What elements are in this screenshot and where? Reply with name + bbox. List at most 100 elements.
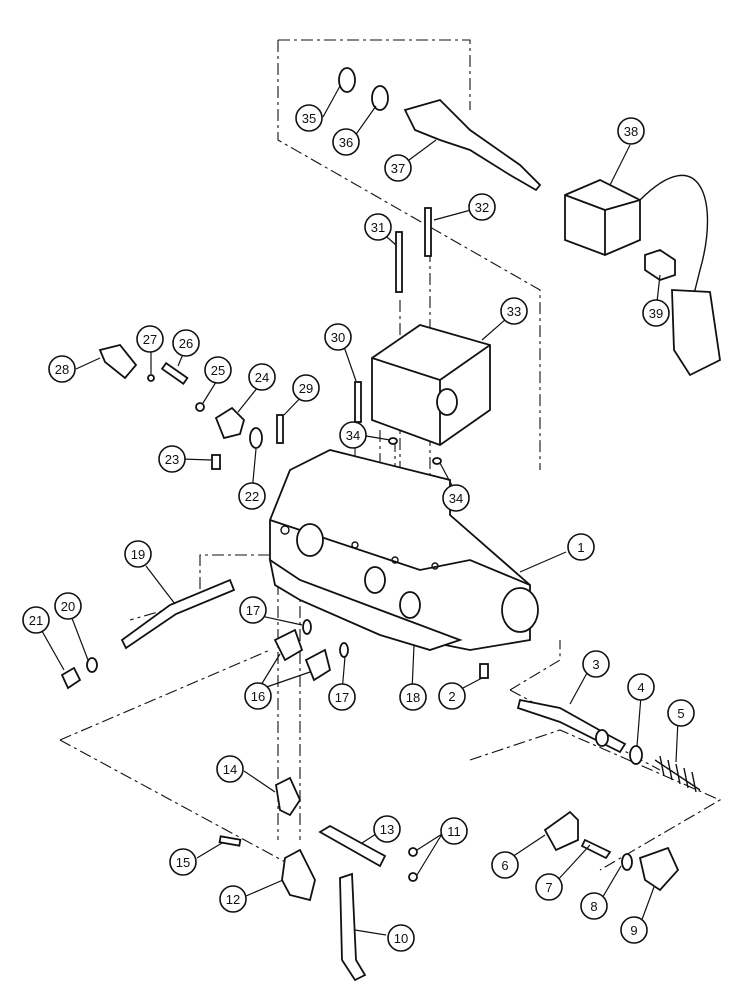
- callout-label: 31: [371, 220, 385, 235]
- callout-label: 13: [380, 822, 394, 837]
- link: [318, 824, 387, 868]
- callout-label: 39: [649, 306, 663, 321]
- callout-29: 29: [292, 374, 320, 402]
- callout-label: 8: [590, 899, 597, 914]
- callout-circle: [582, 650, 610, 678]
- bolt-29: [276, 414, 284, 444]
- callout-label: 36: [339, 135, 353, 150]
- callout-circle: [324, 323, 352, 351]
- callout-circle: [239, 596, 267, 624]
- callout-label: 11: [447, 824, 461, 839]
- callout-15: 15: [169, 848, 197, 876]
- o-ring-11b: [408, 872, 418, 882]
- callout-11: 11: [440, 817, 468, 845]
- washer: [629, 745, 643, 765]
- callout-27: 27: [136, 325, 164, 353]
- callout-1: 1: [567, 533, 595, 561]
- orifice-plug: [275, 776, 302, 817]
- callout-circle: [48, 355, 76, 383]
- bolt-32: [424, 207, 432, 257]
- o-ring-20: [86, 657, 98, 673]
- callout-26: 26: [172, 329, 200, 357]
- callout-circle: [292, 374, 320, 402]
- callout-39: 39: [642, 299, 670, 327]
- callout-circle: [500, 297, 528, 325]
- callout-label: 5: [677, 706, 684, 721]
- o-ring-8: [621, 853, 633, 871]
- sensor: [98, 343, 138, 380]
- callout-20: 20: [54, 592, 82, 620]
- callout-38: 38: [617, 117, 645, 145]
- callout-label: 28: [55, 362, 69, 377]
- callout-circle: [136, 325, 164, 353]
- callout-circle: [620, 916, 648, 944]
- callout-circle: [387, 924, 415, 952]
- callout-label: 4: [637, 680, 644, 695]
- callout-8: 8: [580, 892, 608, 920]
- callout-circle: [491, 851, 519, 879]
- dowel-pin: [479, 663, 489, 679]
- callout-circle: [216, 755, 244, 783]
- cam-lever: [281, 848, 316, 902]
- callout-circle: [617, 117, 645, 145]
- callout-label: 29: [299, 381, 313, 396]
- callout-label: 38: [624, 124, 638, 139]
- callout-34: 34: [442, 484, 470, 512]
- callout-label: 12: [226, 892, 240, 907]
- plunger: [580, 838, 612, 860]
- callout-18: 18: [399, 683, 427, 711]
- callout-circle: [204, 356, 232, 384]
- callout-label: 2: [448, 689, 455, 704]
- callout-19: 19: [124, 540, 152, 568]
- callout-label: 34: [449, 491, 463, 506]
- solenoid-block: [371, 324, 491, 447]
- callout-label: 17: [335, 690, 349, 705]
- callout-circle: [399, 683, 427, 711]
- callout-circle: [667, 699, 695, 727]
- o-ring-34b: [432, 457, 442, 465]
- callout-circle: [535, 873, 563, 901]
- callout-label: 17: [246, 603, 260, 618]
- callout-31: 31: [364, 213, 392, 241]
- callout-label: 26: [179, 336, 193, 351]
- callout-label: 30: [331, 330, 345, 345]
- callout-17: 17: [328, 683, 356, 711]
- gasket: [268, 558, 463, 651]
- callout-25: 25: [204, 356, 232, 384]
- o-ring-17b: [339, 642, 349, 658]
- callout-circle: [442, 484, 470, 512]
- callout-circle: [328, 683, 356, 711]
- callout-label: 35: [302, 111, 316, 126]
- callout-label: 15: [176, 855, 190, 870]
- lever-arm: [339, 872, 367, 982]
- callout-circle: [295, 104, 323, 132]
- callout-24: 24: [248, 363, 276, 391]
- o-ring-17a: [302, 619, 312, 635]
- callout-10: 10: [387, 924, 415, 952]
- callout-14: 14: [216, 755, 244, 783]
- callout-23: 23: [158, 445, 186, 473]
- callout-label: 23: [165, 452, 179, 467]
- callout-label: 34: [346, 428, 360, 443]
- roll-pin: [218, 835, 242, 847]
- callout-22: 22: [238, 482, 266, 510]
- bolt-31: [395, 231, 403, 293]
- callout-circle: [238, 482, 266, 510]
- callout-circle: [384, 154, 412, 182]
- callout-label: 18: [406, 690, 420, 705]
- plug: [638, 846, 680, 892]
- callout-circle: [642, 299, 670, 327]
- bolt-30: [354, 381, 362, 423]
- callout-label: 3: [592, 657, 599, 672]
- callout-circle: [124, 540, 152, 568]
- callout-label: 22: [245, 489, 259, 504]
- o-ring-22: [249, 427, 263, 449]
- callout-circle: [440, 817, 468, 845]
- nut: [644, 249, 676, 281]
- callout-circle: [248, 363, 276, 391]
- callout-21: 21: [22, 606, 50, 634]
- callout-35: 35: [295, 104, 323, 132]
- spool: [516, 698, 627, 754]
- callout-12: 12: [219, 885, 247, 913]
